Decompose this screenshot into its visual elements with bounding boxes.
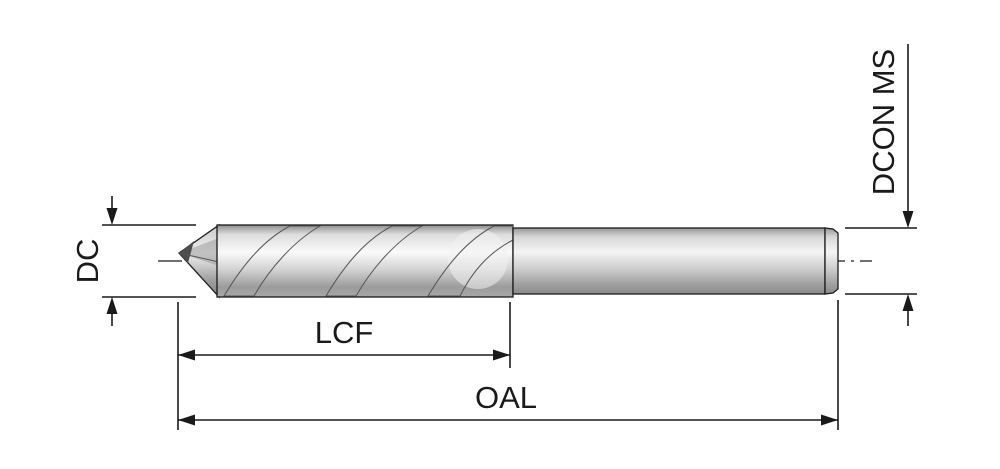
flute-groove <box>325 225 424 297</box>
lcf-label: LCF <box>315 315 374 350</box>
flute-runout-highlight <box>448 229 508 289</box>
oal-arrow-left-icon <box>178 414 195 426</box>
oal-label: OAL <box>475 380 537 415</box>
drill-tip-cutting-lip <box>178 252 220 263</box>
lcf-arrow-left-icon <box>178 349 195 361</box>
dcon-arrow-down-icon <box>902 211 914 228</box>
lcf-arrow-right-icon <box>493 349 510 361</box>
flute-groove <box>427 225 514 297</box>
drill-shank <box>512 227 826 295</box>
oal-arrow-right-icon <box>821 414 838 426</box>
dcon-dimension: DCON MS <box>845 44 917 326</box>
flute-groove <box>223 225 322 297</box>
drill-bit <box>178 223 839 299</box>
dcon-ms-label: DCON MS <box>866 49 901 195</box>
drill-tip-chisel-edge <box>179 241 194 263</box>
lcf-dimension: LCF <box>177 302 511 430</box>
dcon-arrow-up-icon <box>902 294 914 311</box>
dc-dimension: DC <box>70 196 196 326</box>
dc-arrow-up-icon <box>106 297 118 314</box>
oal-dimension: OAL <box>178 300 839 430</box>
drill-tip-facet <box>179 238 219 266</box>
dc-label: DC <box>70 239 105 284</box>
shank-end-chamfer <box>824 227 839 295</box>
dc-arrow-down-icon <box>106 208 118 225</box>
